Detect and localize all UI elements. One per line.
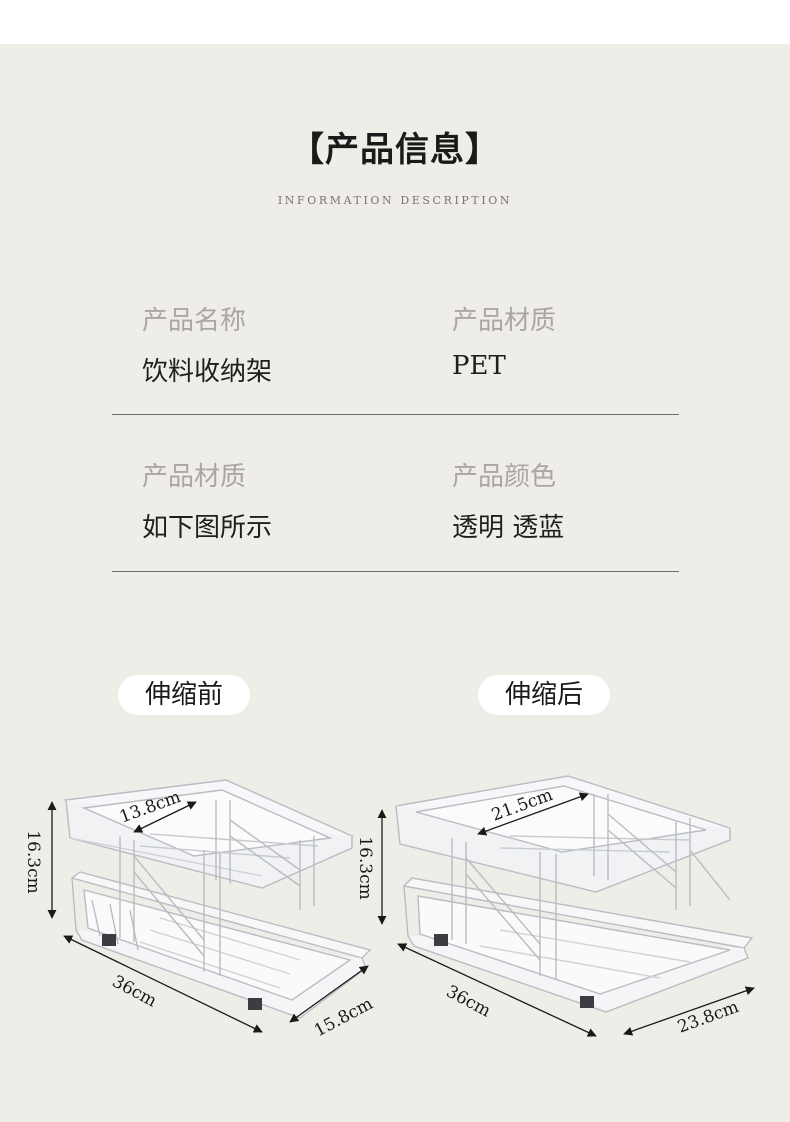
page-subtitle: INFORMATION DESCRIPTION [277,194,513,207]
spec-name: 产品名称 饮料收纳架 [142,300,272,388]
spec-label: 产品材质 [452,306,557,336]
spec-value: 饮料收纳架 [142,357,273,387]
spec-value: PET [452,351,506,381]
spec-value: 如下图所示 [142,513,273,543]
before-height-label: 16.3cm [23,830,43,894]
after-length-label: 36cm [443,982,494,1022]
after-label: 伸缩后 [478,675,610,715]
spec-label: 产品名称 [142,306,247,336]
spec-label: 产品颜色 [452,462,557,492]
spec-label: 产品材质 [142,462,247,492]
spec-color: 产品颜色 透明 透蓝 [452,456,564,544]
divider [112,571,679,572]
rack-after-illustration [395,775,754,1013]
spec-size: 产品材质 如下图所示 [142,456,272,544]
page-title: 【产品信息】 [290,130,500,170]
spec-value: 透明 透蓝 [452,513,565,543]
after-depth-label: 23.8cm [675,997,742,1038]
divider [112,414,679,415]
after-height-label: 16.3cm [355,836,375,900]
before-label: 伸缩前 [118,675,250,715]
before-length-label: 36cm [109,972,160,1012]
spec-material: 产品材质 PET [452,300,556,381]
